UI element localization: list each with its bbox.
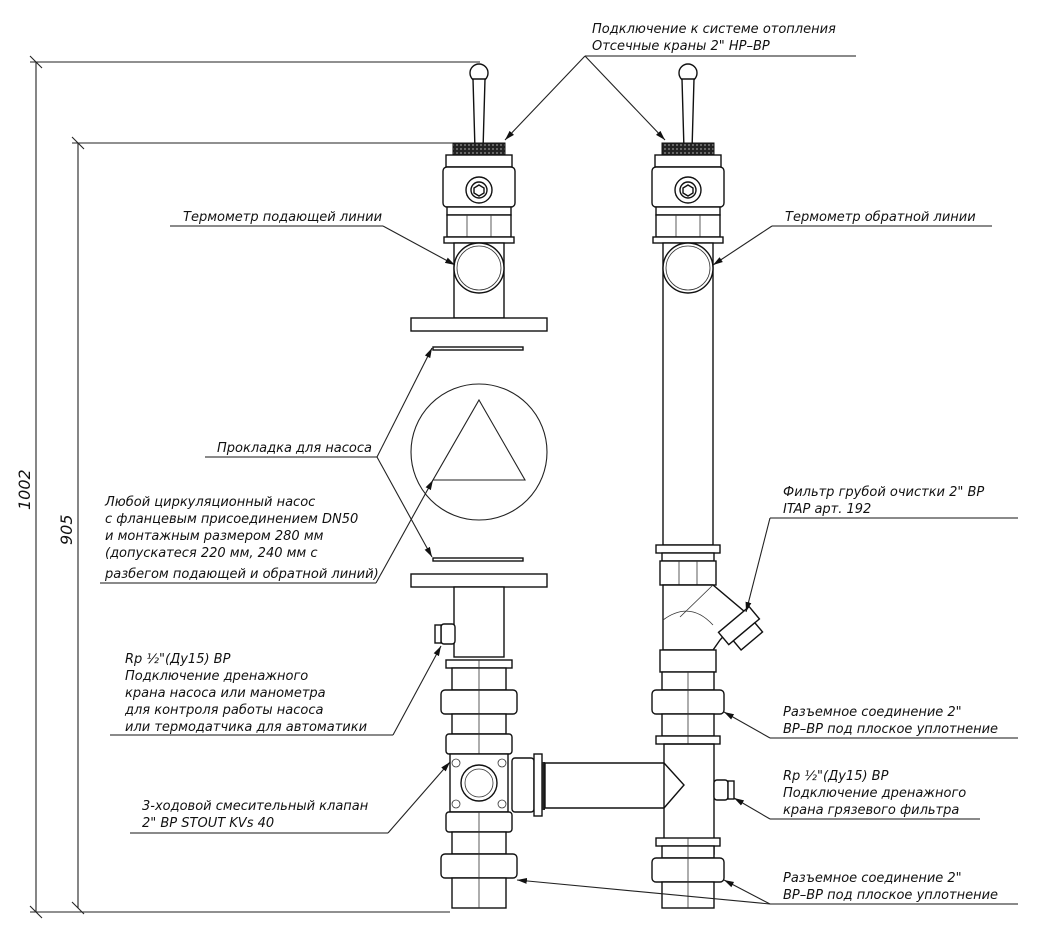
label-pump: Любой циркуляционный насос с фланцевым п… bbox=[104, 495, 379, 582]
label-strainer-drain: Rp ½"(Ду15) ВР Подключение дренажного кр… bbox=[783, 769, 966, 818]
dimension-905-text: 905 bbox=[57, 514, 76, 545]
bypass-pipe bbox=[544, 762, 685, 809]
label-mixing-valve: 3-ходовой смесительный клапан 2" ВР STOU… bbox=[142, 799, 369, 831]
label-union-lower-line-1: Разъемное соединение 2" bbox=[783, 871, 962, 886]
label-pump-drain-line-4: для контроля работы насоса bbox=[124, 703, 323, 718]
label-pump-drain-line-3: крана насоса или манометра bbox=[125, 686, 326, 701]
label-pump-drain-line-5: или термодатчика для автоматики bbox=[125, 720, 367, 735]
supply-thermometer bbox=[453, 242, 505, 319]
label-pump-drain: Rp ½"(Ду15) ВР Подключение дренажного кр… bbox=[124, 652, 367, 735]
label-union-upper: Разъемное соединение 2" ВР–ВР под плоско… bbox=[783, 705, 998, 737]
leader-lines bbox=[100, 55, 1018, 905]
supply-pipe-lower bbox=[453, 586, 505, 658]
supply-union-lower bbox=[440, 811, 518, 909]
label-pump-line-1: Любой циркуляционный насос bbox=[104, 495, 315, 510]
label-union-upper-line-1: Разъемное соединение 2" bbox=[783, 705, 962, 720]
label-shutoff-valves: Подключение к системе отопления Отсечные… bbox=[592, 22, 836, 54]
label-return-thermometer: Термометр обратной линии bbox=[785, 210, 976, 225]
gasket-top bbox=[432, 346, 524, 351]
label-pump-line-5: разбегом подающей и обратной линий) bbox=[104, 567, 379, 582]
label-strainer-line-2: ITAP арт. 192 bbox=[783, 502, 871, 517]
pump-drain-port bbox=[434, 623, 456, 645]
pump-flange-bottom bbox=[410, 573, 548, 588]
label-mixing-valve-line-1: 3-ходовой смесительный клапан bbox=[142, 799, 369, 814]
label-pump-drain-line-2: Подключение дренажного bbox=[125, 669, 308, 684]
label-strainer-drain-line-2: Подключение дренажного bbox=[783, 786, 966, 801]
strainer-filter bbox=[655, 544, 764, 673]
label-pump-gasket: Прокладка для насоса bbox=[217, 441, 372, 456]
label-strainer-drain-line-3: крана грязевого фильтра bbox=[783, 803, 959, 818]
label-pump-drain-line-1: Rp ½"(Ду15) ВР bbox=[125, 652, 231, 667]
circulation-pump-symbol bbox=[410, 383, 548, 521]
label-supply-thermometer: Термометр подающей линии bbox=[183, 210, 382, 225]
three-way-mixing-valve bbox=[449, 753, 545, 817]
gasket-bottom bbox=[432, 557, 524, 562]
strainer-drain-port bbox=[713, 779, 735, 801]
label-union-upper-line-2: ВР–ВР под плоское уплотнение bbox=[783, 722, 998, 737]
return-union-upper bbox=[651, 671, 725, 745]
dimension-1002: 1002 bbox=[15, 55, 480, 919]
dimension-1002-text: 1002 bbox=[15, 469, 34, 510]
label-pump-line-3: и монтажным размером 280 мм bbox=[105, 529, 324, 544]
label-strainer: Фильтр грубой очистки 2" ВР ITAP арт. 19… bbox=[783, 485, 984, 517]
label-shutoff-valves-line-1: Подключение к системе отопления bbox=[592, 22, 836, 37]
label-mixing-valve-line-2: 2" ВР STOUT KVs 40 bbox=[142, 816, 274, 831]
label-strainer-line-1: Фильтр грубой очистки 2" ВР bbox=[783, 485, 984, 500]
pump-flange-top bbox=[410, 317, 548, 332]
label-shutoff-valves-line-2: Отсечные краны 2" НР–ВР bbox=[592, 39, 770, 54]
return-union-lower bbox=[651, 837, 725, 909]
return-thermometer bbox=[662, 242, 714, 546]
supply-union-upper bbox=[440, 659, 518, 755]
label-pump-line-4: (допускатеся 220 мм, 240 мм с bbox=[105, 546, 318, 561]
label-union-lower-line-2: ВР–ВР под плоское уплотнение bbox=[783, 888, 998, 903]
label-pump-line-2: с фланцевым присоединением DN50 bbox=[105, 512, 358, 527]
label-union-lower: Разъемное соединение 2" ВР–ВР под плоско… bbox=[783, 871, 998, 903]
return-shutoff-valve bbox=[651, 63, 725, 244]
dimension-905: 905 bbox=[57, 136, 455, 915]
label-strainer-drain-line-1: Rp ½"(Ду15) ВР bbox=[783, 769, 889, 784]
supply-shutoff-valve bbox=[442, 63, 516, 244]
